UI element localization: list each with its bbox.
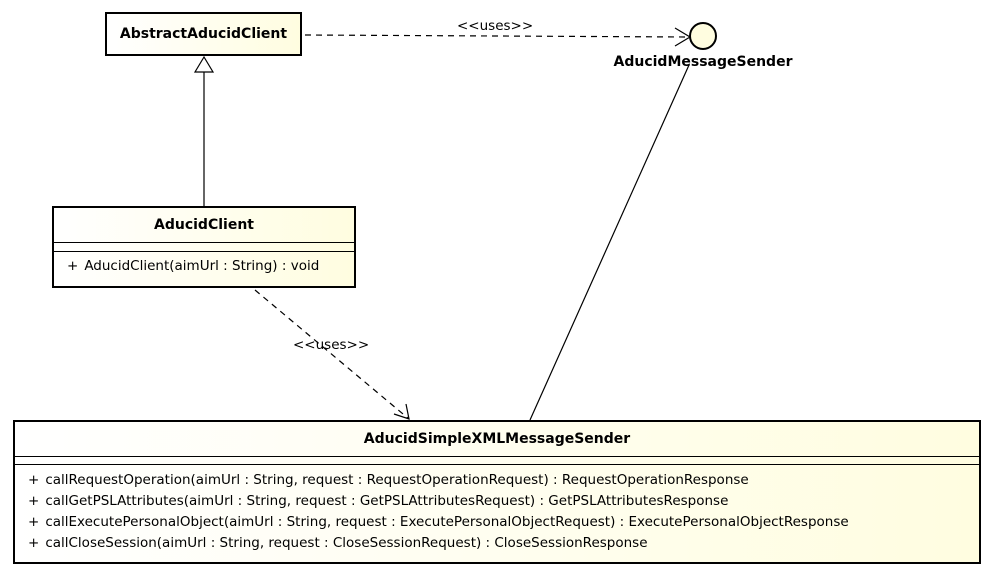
class-name: AducidClient [154, 217, 254, 233]
operations-divider [15, 464, 979, 465]
attributes-compartment [54, 243, 354, 251]
operation-row: +AducidClient(aimUrl : String) : void [67, 258, 320, 274]
operations-compartment: +AducidClient(aimUrl : String) : void [54, 252, 354, 277]
operations-compartment: +callRequestOperation(aimUrl : String, r… [15, 465, 979, 554]
uses-dependency-line-top [304, 34, 689, 38]
class-name: AducidSimpleXMLMessageSender [363, 431, 631, 447]
interface-name: AducidMessageSender [613, 54, 793, 70]
uses-dependency-arrowhead-middle [393, 403, 410, 420]
uses-stereotype-middle: <<uses>> [293, 337, 370, 353]
attributes-divider [15, 456, 979, 457]
abstract-client-class[interactable]: AbstractAducidClient [105, 12, 302, 56]
uses-dependency-line-middle [254, 289, 410, 420]
uses-stereotype-top: <<uses>> [457, 18, 534, 34]
class-name: AbstractAducidClient [119, 26, 288, 42]
operation-row: +callRequestOperation(aimUrl : String, r… [28, 472, 749, 488]
realization-line [529, 64, 690, 421]
operation-row: +callCloseSession(aimUrl : String, reque… [28, 535, 648, 551]
attributes-divider [54, 242, 354, 243]
simple-xml-message-sender-class[interactable]: AducidSimpleXMLMessageSender +callReques… [13, 420, 981, 564]
attributes-compartment [15, 457, 979, 464]
operation-row: +callExecutePersonalObject(aimUrl : Stri… [28, 514, 849, 530]
generalization-arrowhead [193, 55, 215, 73]
interface-lollipop-icon [689, 22, 717, 50]
operations-divider [54, 251, 354, 252]
aducid-client-class[interactable]: AducidClient +AducidClient(aimUrl : Stri… [52, 206, 356, 288]
operation-row: +callGetPSLAttributes(aimUrl : String, r… [28, 493, 729, 509]
